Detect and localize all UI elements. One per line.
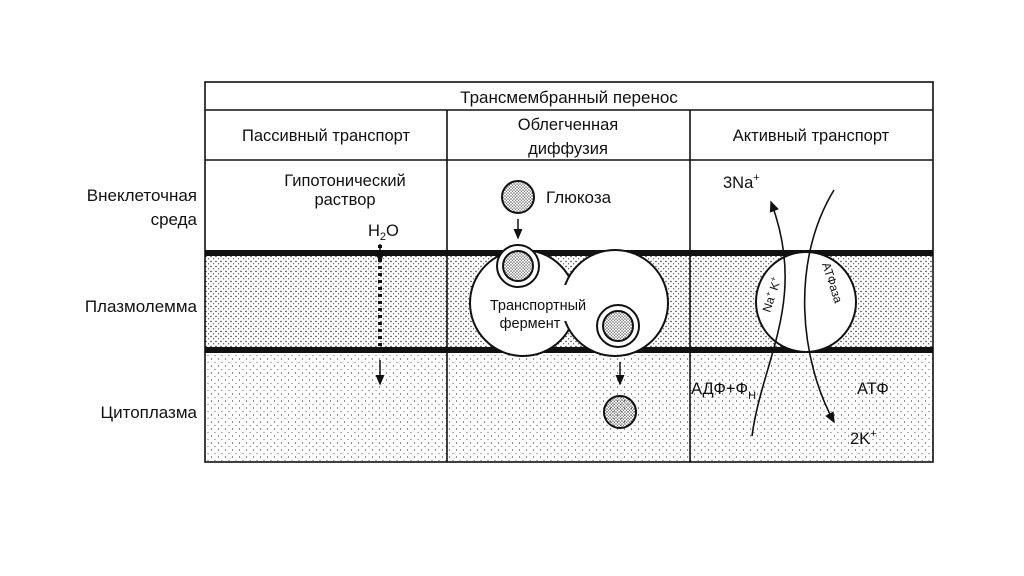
column-header-facilitated-line2: диффузия — [528, 140, 608, 158]
enzyme-bridge — [555, 285, 583, 321]
glucose-released — [603, 395, 637, 429]
pump-ion-label: Na+K+ — [759, 275, 784, 314]
row-label-extracellular-line1: Внеклеточная — [87, 186, 197, 205]
adp-label: АДФ+ФН — [691, 380, 756, 402]
cytoplasm-region — [205, 352, 933, 462]
membrane-inner-band — [205, 347, 933, 353]
table-frame — [204, 81, 934, 463]
atp-label: АТФ — [857, 380, 889, 398]
column-header-passive: Пассивный транспорт — [242, 127, 410, 145]
membrane-outer-band — [205, 250, 933, 256]
enzyme-label-line2: фермент — [500, 316, 561, 332]
row-label-membrane: Плазмолемма — [85, 297, 198, 316]
glucose-molecule — [501, 180, 535, 214]
water-label: H2O — [368, 222, 399, 243]
glucose-bound-outer — [502, 250, 534, 282]
potassium-pathway-arrow — [803, 189, 835, 424]
glucose-bound-inner — [602, 310, 634, 342]
hypotonic-label-line1: Гипотонический — [284, 172, 406, 190]
na-k-atpase-pump — [755, 251, 857, 353]
row-label-cytoplasm: Цитоплазма — [101, 403, 198, 422]
sodium-label: 3Na+ — [723, 172, 760, 192]
column-header-facilitated-line1: Облегченная — [518, 116, 618, 134]
hypotonic-label-line2: раствор — [314, 191, 375, 209]
enzyme-label-line1: Транспортный — [490, 298, 586, 314]
table-title: Трансмембранный перенос — [460, 88, 678, 107]
column-header-active: Активный транспорт — [733, 127, 890, 145]
row-label-extracellular-line2: среда — [151, 210, 198, 229]
sodium-pathway-arrow — [751, 200, 786, 437]
potassium-label: 2K+ — [850, 428, 877, 448]
glucose-label: Глюкоза — [546, 188, 612, 207]
